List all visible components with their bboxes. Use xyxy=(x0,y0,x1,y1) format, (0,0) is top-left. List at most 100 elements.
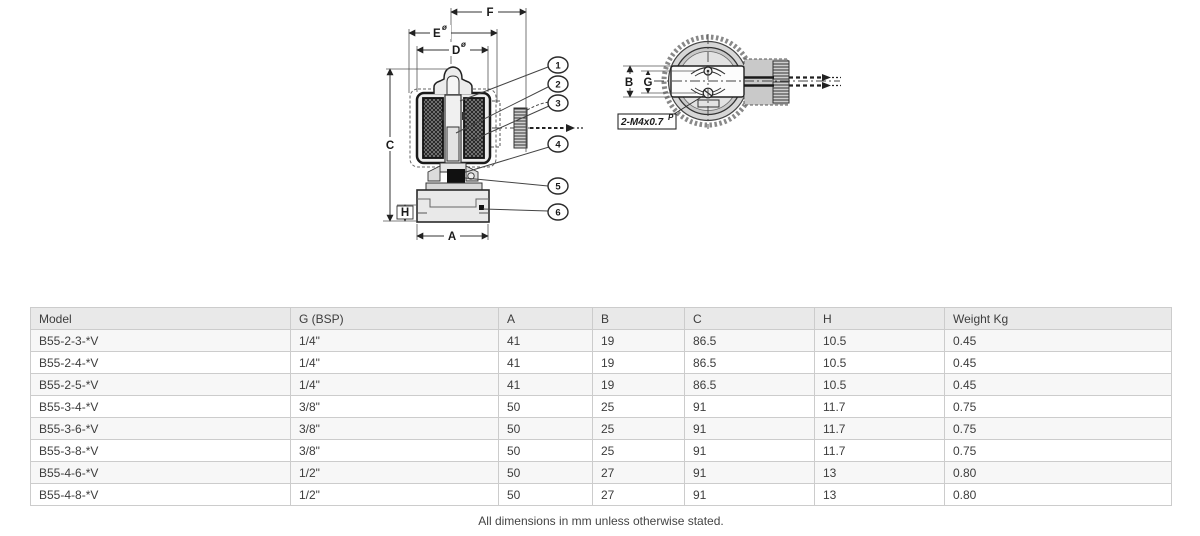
table-cell: 11.7 xyxy=(814,439,945,462)
diameter-symbol-d: ø xyxy=(461,40,466,49)
diameter-symbol-e: ø xyxy=(442,23,447,32)
thread-note-superscript: P xyxy=(668,113,674,122)
table-cell: 13 xyxy=(814,461,945,484)
table-cell: 0.80 xyxy=(944,461,1172,484)
table-cell: B55-2-3-*V xyxy=(30,329,291,352)
dim-label-g: G xyxy=(644,77,653,89)
table-cell: 25 xyxy=(592,395,685,418)
column-header-model: Model xyxy=(30,307,291,330)
callout-5-number: 5 xyxy=(555,182,561,193)
table-cell: 27 xyxy=(592,461,685,484)
table-cell: B55-2-5-*V xyxy=(30,373,291,396)
table-cell: 1/4" xyxy=(290,373,499,396)
table-cell: 0.45 xyxy=(944,351,1172,374)
cable-dashed-curve xyxy=(526,101,552,111)
table-cell: 0.75 xyxy=(944,417,1172,440)
column-header-g-bsp: G (BSP) xyxy=(290,307,499,330)
dim-label-a: A xyxy=(448,231,456,243)
table-cell: 10.5 xyxy=(814,373,945,396)
table-cell: 25 xyxy=(592,417,685,440)
cable-gland-threads xyxy=(513,107,528,149)
dimensions-note: All dimensions in mm unless otherwise st… xyxy=(478,514,724,528)
table-row: B55-2-3-*V 1/4" 41 19 86.5 10.5 0.45 xyxy=(30,329,1172,352)
table-cell: 13 xyxy=(814,483,945,506)
callout-6-number: 6 xyxy=(555,208,560,219)
table-cell: 1/4" xyxy=(290,351,499,374)
table-cell: B55-2-4-*V xyxy=(30,351,291,374)
table-row: B55-3-4-*V 3/8" 50 25 91 11.7 0.75 xyxy=(30,395,1172,418)
body-internal-passages xyxy=(417,198,489,214)
table-cell: B55-3-8-*V xyxy=(30,439,291,462)
nameplate-slot xyxy=(697,99,720,108)
dim-label-h: H xyxy=(401,207,409,219)
table-row: B55-3-6-*V 3/8" 50 25 91 11.7 0.75 xyxy=(30,417,1172,440)
wire-gland xyxy=(772,60,790,104)
table-cell: 50 xyxy=(498,461,593,484)
table-cell: 11.7 xyxy=(814,395,945,418)
table-row: B55-2-4-*V 1/4" 41 19 86.5 10.5 0.45 xyxy=(30,351,1172,374)
callout-4: 4 xyxy=(465,135,569,173)
plunger-top xyxy=(446,75,460,94)
table-cell: 25 xyxy=(592,439,685,462)
dim-label-e: E xyxy=(433,28,441,40)
dimension-c: C xyxy=(382,68,449,222)
column-header-c: C xyxy=(684,307,815,330)
table-cell: 0.80 xyxy=(944,483,1172,506)
table-row: B55-2-5-*V 1/4" 41 19 86.5 10.5 0.45 xyxy=(30,373,1172,396)
coil-windings xyxy=(422,97,485,159)
table-cell: 19 xyxy=(592,373,685,396)
table-cell: 91 xyxy=(684,395,815,418)
table-cell: 1/2" xyxy=(290,461,499,484)
plunger-armature xyxy=(446,126,460,162)
tube-tab-right xyxy=(462,112,465,120)
table-cell: 19 xyxy=(592,329,685,352)
table-cell: 41 xyxy=(498,373,593,396)
dim-label-f: F xyxy=(486,7,493,19)
dimension-h: H xyxy=(396,204,416,222)
dim-label-d: D xyxy=(452,45,460,57)
cable-arrow xyxy=(566,124,575,132)
table-cell: 41 xyxy=(498,329,593,352)
table-row: B55-4-8-*V 1/2" 50 27 91 13 0.80 xyxy=(30,483,1172,506)
callout-5: 5 xyxy=(464,177,569,195)
column-header-h: H xyxy=(814,307,945,330)
table-cell: 91 xyxy=(684,417,815,440)
table-cell: B55-4-8-*V xyxy=(30,483,291,506)
seat-ring xyxy=(467,172,475,180)
table-cell: 19 xyxy=(592,351,685,374)
table-cell: 91 xyxy=(684,439,815,462)
table-header-row: Model G (BSP) A B C H Weight Kg xyxy=(30,307,1172,330)
dimension-b: B xyxy=(622,65,671,98)
table-cell: 10.5 xyxy=(814,351,945,374)
table-cell: 86.5 xyxy=(684,351,815,374)
valve-top-view: B G 2-M4x0.7 P xyxy=(617,34,841,130)
table-row: B55-3-8-*V 3/8" 50 25 91 11.7 0.75 xyxy=(30,439,1172,462)
table-cell: 91 xyxy=(684,483,815,506)
dim-label-b: B xyxy=(625,77,633,89)
thread-note-text: 2-M4x0.7 xyxy=(620,117,664,128)
table-cell: B55-4-6-*V xyxy=(30,461,291,484)
dimension-g: G xyxy=(641,70,696,94)
table-cell: 50 xyxy=(498,439,593,462)
table-cell: 0.75 xyxy=(944,439,1172,462)
valve-dimension-diagram: F E ø D ø xyxy=(382,6,841,243)
table-cell: 0.45 xyxy=(944,373,1172,396)
callout-3: 3 xyxy=(472,94,569,141)
table-cell: 1/2" xyxy=(290,483,499,506)
table-cell: 0.75 xyxy=(944,395,1172,418)
callout-3-number: 3 xyxy=(555,99,560,110)
table-cell: 1/4" xyxy=(290,329,499,352)
table-cell: 91 xyxy=(684,461,815,484)
table-cell: 86.5 xyxy=(684,329,815,352)
tube-tab-left xyxy=(441,112,444,120)
column-header-b: B xyxy=(592,307,685,330)
table-cell: 3/8" xyxy=(290,417,499,440)
thread-note: 2-M4x0.7 P xyxy=(617,95,704,130)
valve-front-view: F E ø D ø xyxy=(382,6,585,243)
table-cell: 50 xyxy=(498,417,593,440)
table-row: B55-4-6-*V 1/2" 50 27 91 13 0.80 xyxy=(30,461,1172,484)
column-header-weight: Weight Kg xyxy=(944,307,1172,330)
callout-6: 6 xyxy=(482,203,569,221)
table-cell: B55-3-6-*V xyxy=(30,417,291,440)
